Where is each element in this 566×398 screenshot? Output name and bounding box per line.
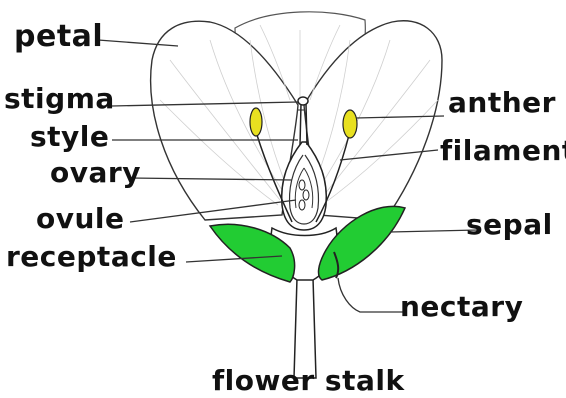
leader-nectary xyxy=(338,278,406,312)
stigma xyxy=(298,97,308,105)
label-filament: filament xyxy=(440,134,566,167)
label-sepal: sepal xyxy=(466,208,553,241)
label-ovule: ovule xyxy=(36,202,125,235)
label-ovary: ovary xyxy=(50,156,141,189)
label-receptacle: receptacle xyxy=(6,240,177,273)
right-sepal xyxy=(319,206,405,280)
label-stigma: stigma xyxy=(4,82,115,115)
left-anther xyxy=(250,108,262,136)
right-anther xyxy=(343,110,357,138)
label-nectary: nectary xyxy=(400,290,523,323)
label-petal: petal xyxy=(14,19,103,54)
label-anther: anther xyxy=(448,86,556,119)
flower-stalk xyxy=(294,278,316,378)
label-style: style xyxy=(30,120,109,153)
label-flower-stalk: flower stalk xyxy=(212,364,405,397)
leader-sepal xyxy=(390,230,478,232)
